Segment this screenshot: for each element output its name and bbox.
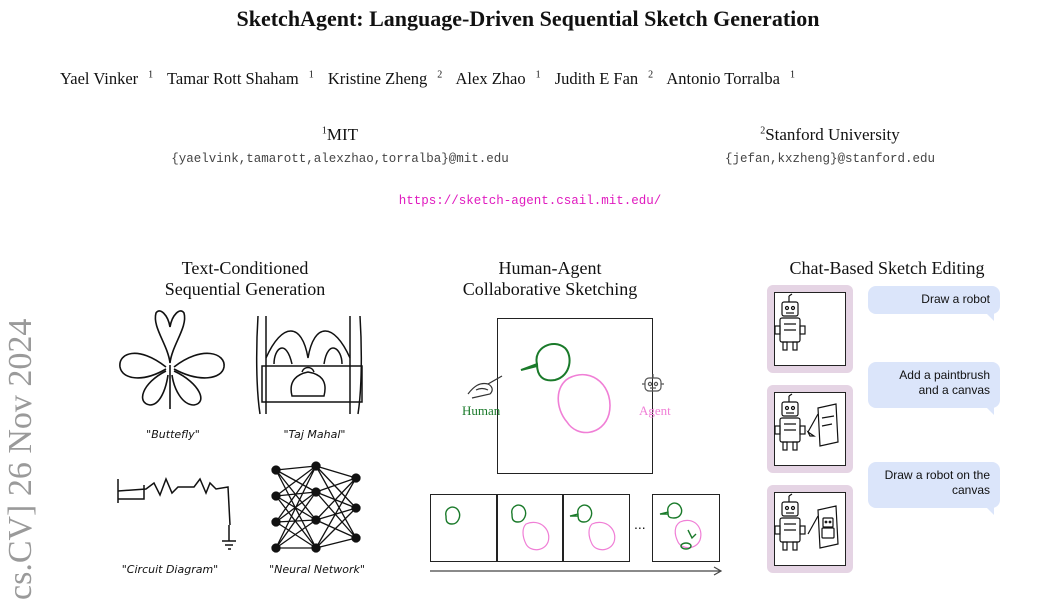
step-frame <box>652 494 720 562</box>
affiliation-mit: 1MIT <box>321 125 359 144</box>
agent-robot-icon <box>642 374 664 392</box>
left-panel-title: Text-Conditioned Sequential Generation <box>164 258 326 299</box>
taj-mahal-caption: "Taj Mahal" <box>283 428 346 441</box>
chat-message-2: Add a paintbrush and a canvas <box>868 362 1000 415</box>
project-url[interactable]: https://sketch-agent.csail.mit.edu/ <box>398 194 662 208</box>
step-strokes <box>445 502 702 551</box>
robot-sketches <box>774 293 839 551</box>
ellipsis: ... <box>634 516 646 532</box>
circuit-diagram-sketch <box>117 476 236 550</box>
collab-strokes <box>520 343 611 434</box>
human-hand-icon <box>467 375 503 399</box>
chat-message-3: Draw a robot on the canvas <box>868 462 1000 515</box>
circuit-caption: "Circuit Diagram" <box>121 563 219 576</box>
human-label: Human <box>462 403 501 418</box>
step-frame <box>496 494 564 562</box>
paper-title: SketchAgent: Language-Driven Sequential … <box>236 6 820 31</box>
taj-mahal-sketch <box>255 315 363 415</box>
chat-message-1: Draw a robot <box>868 286 1000 321</box>
arxiv-stamp: cs.CV] 26 Nov 2024 <box>2 318 39 600</box>
email-stanford: {jefan,kxzheng}@stanford.edu <box>724 152 936 166</box>
collab-canvas <box>497 318 653 474</box>
affiliation-stanford: 2Stanford University <box>760 125 900 144</box>
middle-panel-title: Human-Agent Collaborative Sketching <box>462 258 638 299</box>
agent-label: Agent <box>639 403 671 418</box>
right-panel-title: Chat-Based Sketch Editing <box>789 258 985 278</box>
butterfly-caption: "Buttefly" <box>146 428 200 441</box>
email-mit: {yaelvink,tamarott,alexzhao,torralba}@mi… <box>171 152 509 166</box>
step-frame <box>430 494 498 562</box>
step-frame <box>562 494 630 562</box>
neural-network-caption: "Neural Network" <box>269 563 365 576</box>
timeline-arrow <box>430 566 723 576</box>
neural-network-sketch <box>271 461 361 553</box>
butterfly-sketch <box>119 310 225 409</box>
chat-frame-canvas <box>774 292 846 366</box>
